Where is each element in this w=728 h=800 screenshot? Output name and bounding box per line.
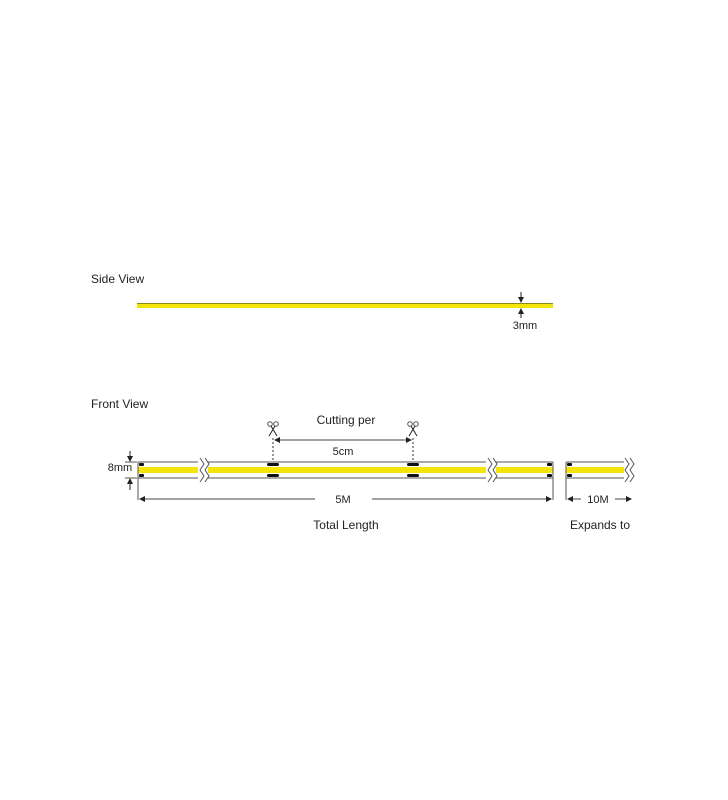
expand-value: 10M xyxy=(587,494,608,506)
expand-dimension xyxy=(565,478,632,502)
width-arrows xyxy=(125,451,137,490)
solder-pads xyxy=(139,463,552,477)
cutting-label: Cutting per xyxy=(317,413,376,427)
break-mark xyxy=(198,457,210,483)
scissors-icon xyxy=(407,421,419,437)
side-strip xyxy=(137,303,553,308)
length-dimension xyxy=(137,478,554,502)
extension-strip xyxy=(565,457,635,483)
width-label: 8mm xyxy=(108,462,132,474)
break-mark xyxy=(486,457,498,483)
side-view-title: Side View xyxy=(91,272,144,286)
length-value: 5M xyxy=(335,494,350,506)
front-view-title: Front View xyxy=(91,397,148,411)
length-label: Total Length xyxy=(313,518,378,532)
cutting-interval-label: 5cm xyxy=(333,446,354,458)
cut-lines xyxy=(272,437,414,462)
expand-label: Expands to xyxy=(570,518,630,532)
scissors-icon xyxy=(267,421,279,437)
thickness-label: 3mm xyxy=(513,320,537,332)
